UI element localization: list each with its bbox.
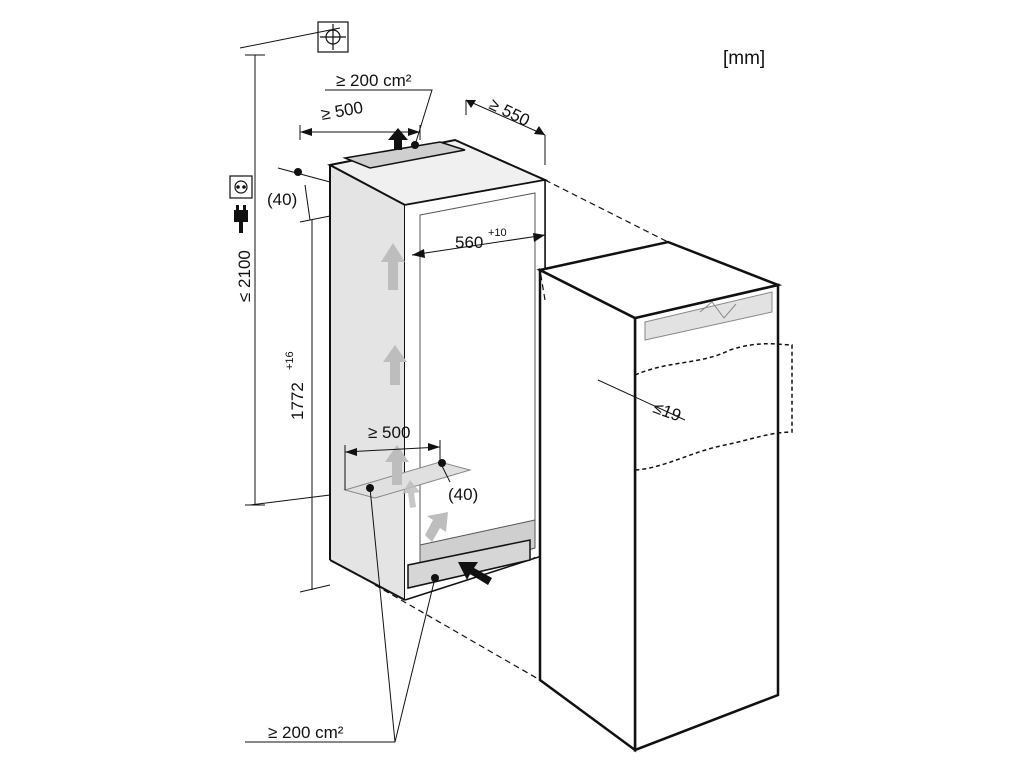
bottom-vent-area-label: ≥ 200 cm² bbox=[268, 723, 344, 742]
niche-depth-label: ≥ 550 bbox=[486, 95, 532, 131]
niche-height-label: 1772 bbox=[288, 382, 307, 420]
projection-lines bbox=[374, 179, 669, 681]
niche-height-tolerance: +16 bbox=[284, 351, 296, 370]
niche-width-tolerance: +10 bbox=[488, 227, 507, 239]
door-outline bbox=[634, 343, 793, 471]
niche-width-label: 560 bbox=[455, 233, 483, 252]
appliance-top bbox=[536, 240, 783, 320]
dimension-lines bbox=[239, 27, 686, 743]
top-vent-width-label: ≥ 500 bbox=[319, 98, 364, 124]
bottom-intake-arrow-icon bbox=[458, 562, 492, 585]
unit-label: [mm] bbox=[723, 48, 765, 69]
socket-icon bbox=[229, 175, 253, 199]
wall-anchor-icon bbox=[317, 21, 349, 53]
appliance-front bbox=[633, 283, 780, 752]
top-vent-grille bbox=[342, 141, 466, 169]
plug-icon bbox=[234, 205, 248, 233]
airflow-arrow-icon bbox=[381, 243, 448, 542]
dimension-dots bbox=[294, 141, 446, 582]
top-offset-label: (40) bbox=[267, 190, 297, 209]
top-exhaust-arrow-icon bbox=[388, 128, 408, 150]
bottom-offset-label: (40) bbox=[448, 485, 478, 504]
total-height-label: ≤ 2100 bbox=[235, 250, 254, 302]
bottom-floor-vent bbox=[343, 461, 472, 499]
control-panel bbox=[644, 291, 773, 341]
top-vent-area-label: ≥ 200 cm² bbox=[336, 71, 412, 90]
appliance bbox=[536, 240, 783, 753]
dimension-arrowheads bbox=[300, 100, 545, 456]
appliance-side bbox=[538, 267, 637, 753]
bottom-vent-width-label: ≥ 500 bbox=[368, 423, 410, 442]
